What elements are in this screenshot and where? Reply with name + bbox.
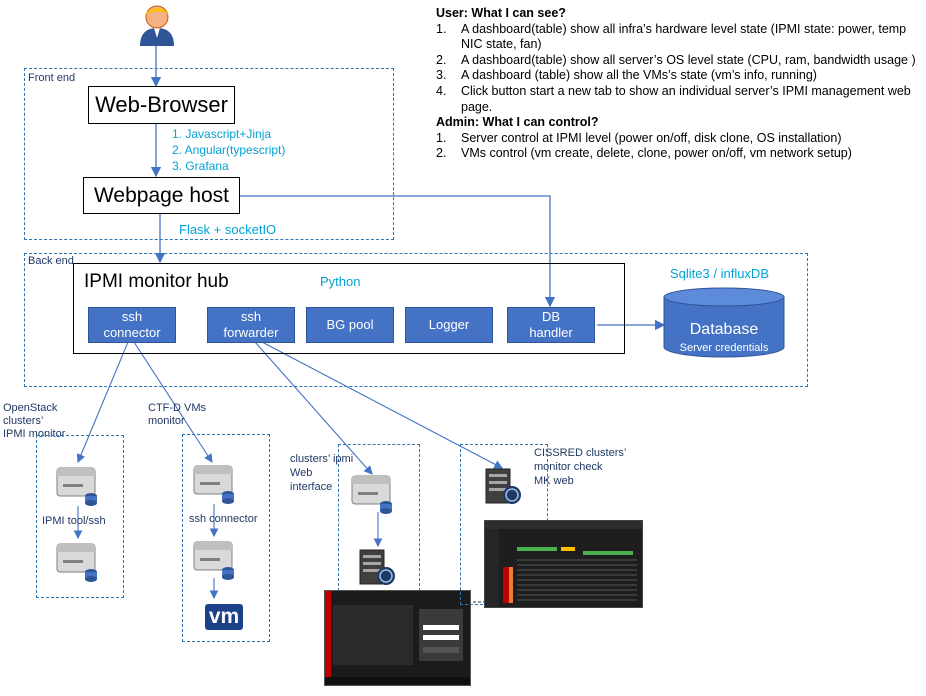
module-line: handler <box>529 325 573 340</box>
dashboard-bar-green <box>583 551 633 555</box>
label-line: Web <box>290 467 313 479</box>
hub-language: Python <box>320 274 361 289</box>
admin-heading: Admin: What I can control? <box>436 115 599 130</box>
logger-module: Logger <box>405 307 493 343</box>
user-item: 4.Click button start a new tab to show a… <box>436 83 911 114</box>
arrow-connector-to-ctfd <box>133 341 213 463</box>
front-end-label: Front end <box>28 72 76 84</box>
login-field <box>423 635 459 640</box>
cissred-dashboard-screenshot <box>484 520 643 608</box>
ctfd-region <box>182 434 270 642</box>
rack-server-icon <box>358 548 402 592</box>
arrow-connector-to-openstack <box>76 341 129 464</box>
screenshot-panel <box>333 605 413 665</box>
module-line: Logger <box>428 317 470 332</box>
tech-item: 3. Grafana <box>172 159 229 173</box>
user-item: 1.A dashboard(table) show all infra’s ha… <box>436 21 907 52</box>
label-line: CTF-D VMs <box>148 402 207 414</box>
database-subtitle: Server credentials <box>679 342 769 354</box>
database-cylinder: Database Server credentials <box>663 287 785 359</box>
admin-item: 2.VMs control (vm create, delete, clone,… <box>436 146 852 161</box>
user-icon <box>138 4 176 46</box>
module-line: ssh <box>121 309 143 324</box>
screenshot-sidebar <box>325 591 331 685</box>
tech-item: 2. Angular(typescript) <box>172 143 286 157</box>
server-icon <box>192 460 236 504</box>
cissred-label: CISSRED clusters’ monitor check MK web <box>534 446 626 488</box>
requirements-notes: User: What I can see? 1.A dashboard(tabl… <box>436 6 922 162</box>
ipmi-web-label: clusters’ ipmi Web interface <box>290 452 353 494</box>
web-browser-box: Web-Browser <box>88 86 235 124</box>
label-line: interface <box>290 481 333 493</box>
dashboard-bar-yellow <box>561 547 575 551</box>
bg-pool-module: BG pool <box>306 307 394 343</box>
user-heading: User: What I can see? <box>436 6 566 20</box>
module-line: connector <box>103 325 161 340</box>
rack-server-icon <box>484 467 528 511</box>
database-title: Database <box>689 321 759 338</box>
dashboard-sidebar <box>485 529 499 607</box>
screenshot-footer <box>325 677 470 685</box>
label-line: MK web <box>534 475 574 487</box>
server-icon <box>192 536 236 580</box>
arrow-forwarder-to-ipmi-web <box>254 341 373 475</box>
db-tech-label: Sqlite3 / influxDB <box>670 266 769 281</box>
server-icon <box>55 538 99 582</box>
arrow-webhost-to-db-handler <box>240 195 556 308</box>
module-line: DB <box>541 309 561 324</box>
label-line: OpenStack <box>3 402 58 414</box>
hub-title: IPMI monitor hub <box>84 271 229 292</box>
label-line: clusters’ ipmi <box>290 453 354 465</box>
server-icon <box>350 470 394 514</box>
module-line: BG pool <box>326 317 374 332</box>
server-icon <box>55 462 99 506</box>
flask-label: Flask + socketIO <box>179 222 277 237</box>
tech-item: 1. Javascript+Jinja <box>172 127 272 141</box>
back-end-label: Back end <box>28 255 74 267</box>
arrow-forwarder-to-cissred <box>261 341 503 469</box>
openstack-region <box>36 435 124 598</box>
dashboard-bar-red <box>503 567 509 603</box>
admin-item: 1.Server control at IPMI level (power on… <box>436 130 842 145</box>
back-end-region <box>24 253 808 387</box>
webpage-host-box: Webpage host <box>83 177 240 214</box>
login-button <box>423 647 459 653</box>
user-item: 3.A dashboard (table) show all the VMs’s… <box>436 68 817 83</box>
frontend-tech-list: 1. Javascript+Jinja 2. Angular(typescrip… <box>172 126 285 174</box>
screenshot-login-box <box>419 609 463 661</box>
dashboard-bar-orange <box>509 567 513 603</box>
label-line: monitor check <box>534 461 603 473</box>
ssh-connector-label: ssh connector <box>189 513 258 525</box>
dashboard-rows <box>517 559 637 603</box>
ctfd-label: CTF-D VMs monitor <box>148 402 206 428</box>
ipmi-tool-label: IPMI tool/ssh <box>42 515 106 527</box>
label-line: clusters’ <box>3 415 44 427</box>
user-item: 2.A dashboard(table) show all server’s O… <box>436 52 916 67</box>
module-line: forwarder <box>223 325 279 340</box>
label-line: IPMI monitor <box>3 428 66 440</box>
openstack-label: OpenStack clusters’ IPMI monitor <box>3 402 65 441</box>
module-line: ssh <box>240 309 262 324</box>
front-end-region <box>24 68 394 240</box>
dashboard-header <box>485 521 642 529</box>
login-field <box>423 625 459 630</box>
vmware-logo: vm <box>205 604 243 630</box>
label-line: monitor <box>148 415 185 427</box>
dashboard-bar-green <box>517 547 557 551</box>
ipmi-monitor-hub: IPMI monitor hub Python <box>73 263 625 354</box>
label-line: CISSRED clusters’ <box>534 447 627 459</box>
ipmi-web-screenshot <box>324 590 471 686</box>
